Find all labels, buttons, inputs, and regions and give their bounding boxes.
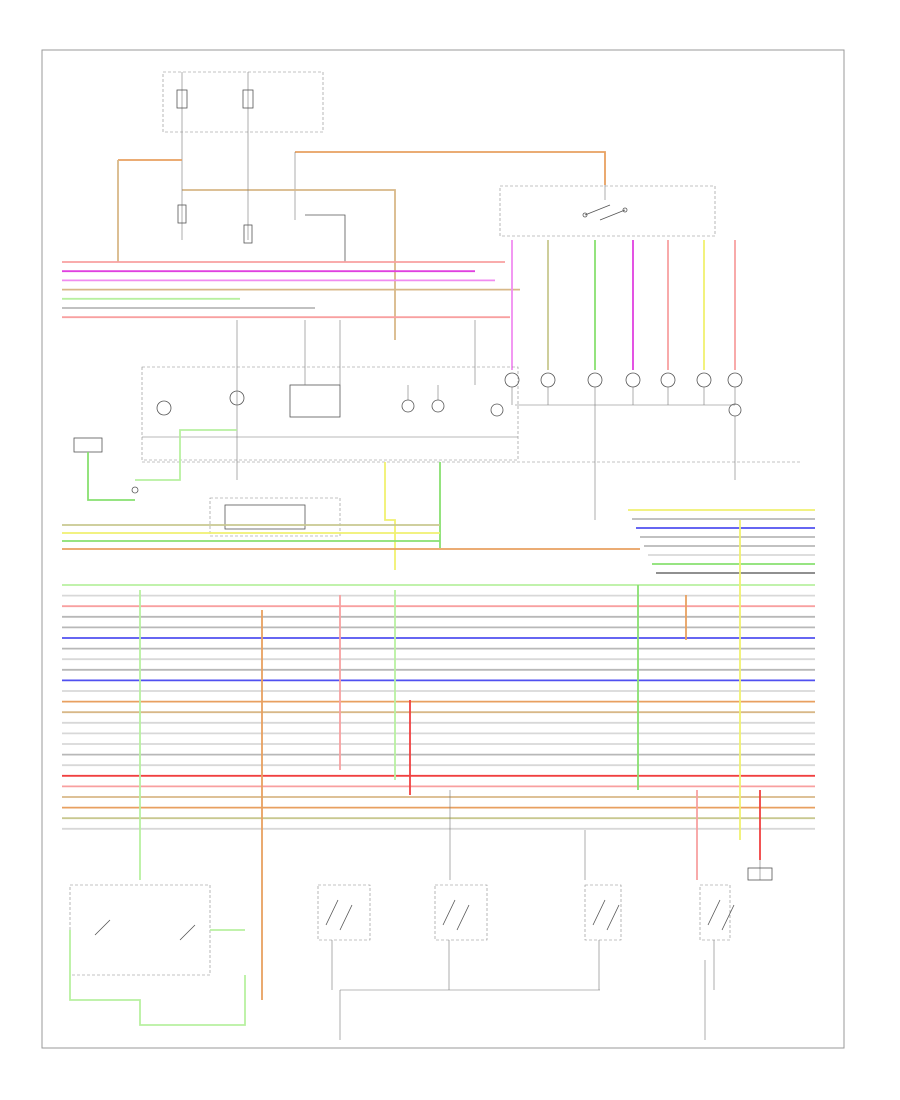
switch-contacts [707, 899, 735, 931]
right-harness-bus [628, 509, 815, 574]
upper-harness-bus [62, 261, 520, 319]
switch-housing [434, 884, 488, 941]
switch-housing [699, 884, 731, 941]
switch-contacts [442, 899, 470, 931]
headlight-module [69, 884, 246, 1026]
turn-signal-switch-area [499, 185, 716, 237]
lamp-bulb [540, 372, 556, 388]
vertical-drops [139, 520, 761, 1000]
lamp-bulb [504, 372, 520, 388]
switch-housing [317, 884, 371, 941]
main-harness-bus [62, 584, 815, 830]
lamp-socket-row [504, 240, 743, 405]
lamp-bulb [625, 372, 641, 388]
switch-housing [584, 884, 622, 941]
relay-box [209, 462, 441, 570]
switch-contacts [325, 899, 353, 931]
lamp-bulb [660, 372, 676, 388]
mid-left-harness-bus [62, 524, 640, 550]
lamp-bulb [587, 372, 603, 388]
indicator-panel [141, 320, 519, 480]
fuse-block [162, 71, 324, 165]
bottom-ground-links [339, 860, 773, 1040]
bottom-switch-row [317, 884, 735, 990]
lamp-bulb [696, 372, 712, 388]
top-feed-wires [117, 151, 606, 340]
left-connector [73, 429, 237, 501]
diagram-border [41, 49, 845, 1049]
lamp-bulb [727, 372, 743, 388]
switch-contacts [592, 899, 620, 931]
ground-rail [142, 403, 800, 520]
